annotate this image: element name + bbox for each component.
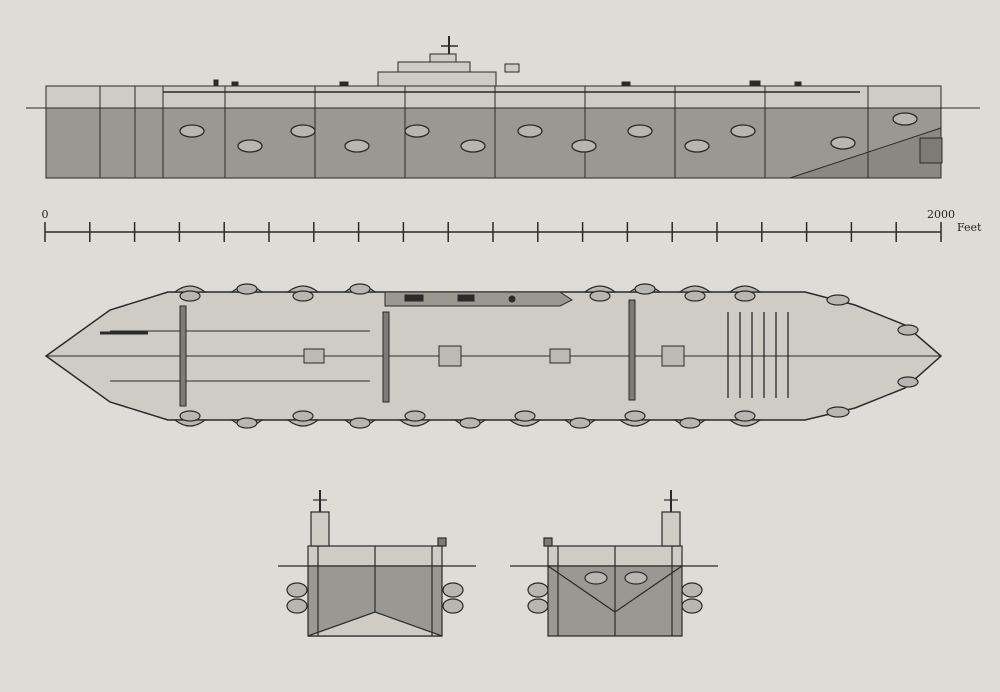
stern-end-view xyxy=(278,490,476,637)
island-top-view xyxy=(384,291,573,307)
arrester-lines xyxy=(727,312,789,398)
deck-markings xyxy=(46,330,941,382)
side-lower-hull xyxy=(45,107,942,179)
deck-cross-bars xyxy=(179,299,636,407)
scale-start-label: 0 xyxy=(42,208,49,221)
side-stern-block xyxy=(919,137,943,164)
scale-end-label: 2000 xyxy=(927,208,955,221)
scale-unit-label: Feet xyxy=(957,221,982,234)
plan-sponsons-bottom xyxy=(173,406,850,429)
side-upper-hull xyxy=(45,85,942,109)
side-frame-lines xyxy=(99,86,869,178)
plan-bow-pods xyxy=(897,324,919,388)
bow-face-pods xyxy=(584,571,648,585)
side-deck-fittings xyxy=(213,79,802,87)
plan-sponsons-top xyxy=(173,283,850,306)
scale-bar: 0 2000 Feet xyxy=(42,208,982,242)
bow-mast xyxy=(661,490,681,547)
island-superstructure xyxy=(377,36,520,87)
side-propulsion-pods xyxy=(179,112,918,153)
stern-side-pods xyxy=(286,582,464,614)
bow-side-pods xyxy=(527,582,703,614)
bow-end-view xyxy=(510,490,718,637)
stern-mast xyxy=(310,490,330,547)
scale-bar-ticks xyxy=(44,222,942,242)
deck-elevators xyxy=(303,345,685,367)
side-elevation-view xyxy=(26,36,980,179)
plan-view xyxy=(44,283,943,429)
